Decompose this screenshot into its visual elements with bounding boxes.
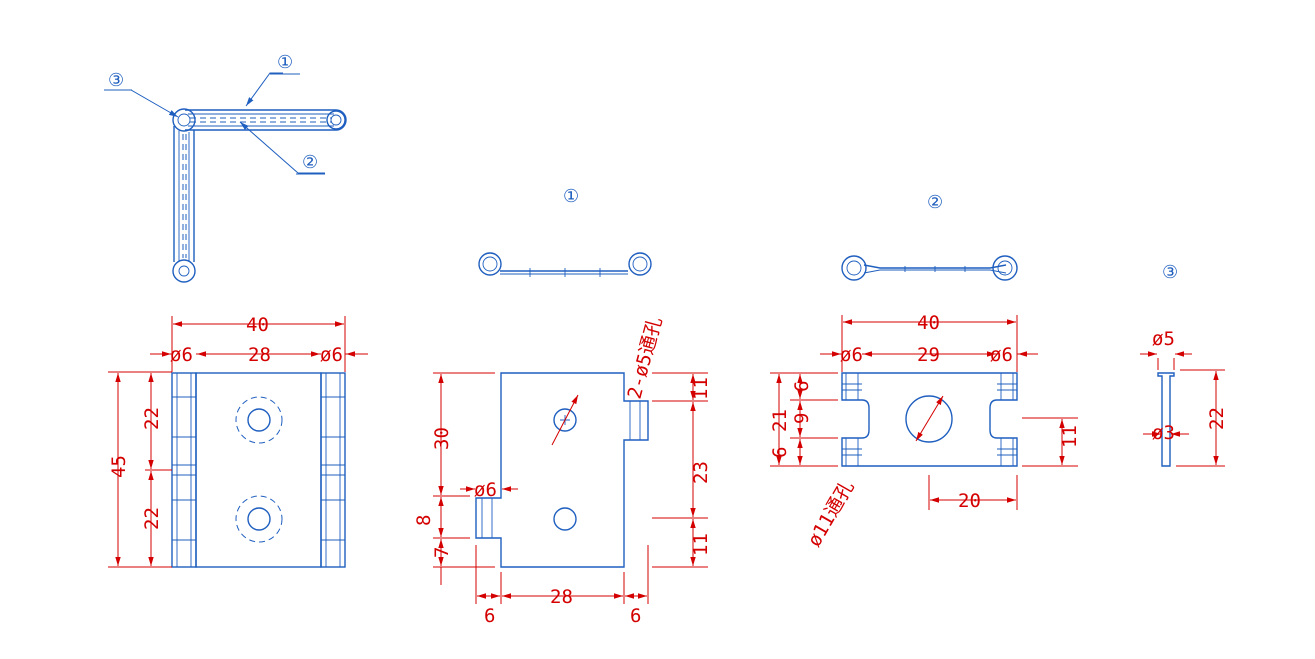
part2-title: ②	[927, 192, 943, 213]
dim-upper-leaf: 22	[141, 407, 163, 430]
part2-dim-6-bottom: 6	[769, 447, 791, 458]
part1-front-view	[475, 372, 649, 568]
dim-lower-leaf: 22	[141, 507, 163, 530]
part3-title: ③	[1162, 262, 1178, 283]
part1-section	[478, 252, 652, 277]
part1-dim-28: 28	[550, 586, 573, 608]
part2-dim-11: 11	[1059, 425, 1081, 448]
dim-knuckle-right: ø6	[320, 344, 343, 366]
part2-dimensions	[770, 315, 1078, 510]
assembly-dimensions	[108, 316, 368, 568]
part1-dimensions	[433, 372, 708, 604]
part2-hole-note: ø11通孔	[803, 477, 858, 551]
part1-dim-7: 7	[431, 547, 453, 558]
assembly-front-view	[171, 372, 346, 568]
part2-dim-d-right: ø6	[990, 344, 1013, 366]
part2-dim-20: 20	[958, 490, 981, 512]
part3-dimensions	[1140, 351, 1225, 467]
part2-dim-overall-width: 40	[917, 312, 940, 334]
part1-hole-note: 2-ø5通孔	[624, 315, 667, 402]
assembly-top-view	[104, 72, 347, 283]
part2-dim-21: 21	[769, 409, 791, 432]
part1-dim-6-left: 6	[484, 605, 495, 627]
part2-dim-6-top: 6	[791, 381, 813, 392]
part1-title: ①	[563, 186, 579, 207]
part2-section	[841, 255, 1018, 281]
part3-dim-length: 22	[1206, 407, 1228, 430]
part2-front-view	[841, 372, 1018, 467]
part1-dim-11-top: 11	[690, 377, 712, 400]
part1-dim-8: 8	[413, 515, 435, 526]
part2-dim-9: 9	[791, 413, 813, 424]
callout-2: ②	[302, 152, 318, 173]
part1-dim-pin: ø6	[474, 479, 497, 501]
callout-1: ①	[277, 52, 293, 73]
dim-span: 28	[248, 344, 271, 366]
part2-dim-span: 29	[917, 344, 940, 366]
part1-dim-11-bottom: 11	[690, 533, 712, 556]
part3-pin	[1157, 372, 1175, 467]
part3-dim-d5: ø5	[1152, 328, 1175, 350]
dim-overall-width: 40	[246, 314, 269, 336]
part1-dim-30: 30	[431, 427, 453, 450]
part1-dim-23: 23	[690, 461, 712, 484]
dim-knuckle-left: ø6	[170, 344, 193, 366]
part3-dim-d3: ø3	[1152, 422, 1175, 444]
part1-dim-6-right: 6	[630, 605, 641, 627]
part2-dim-d-left: ø6	[840, 344, 863, 366]
callout-3: ③	[108, 70, 124, 91]
dim-overall-height: 45	[108, 455, 130, 478]
